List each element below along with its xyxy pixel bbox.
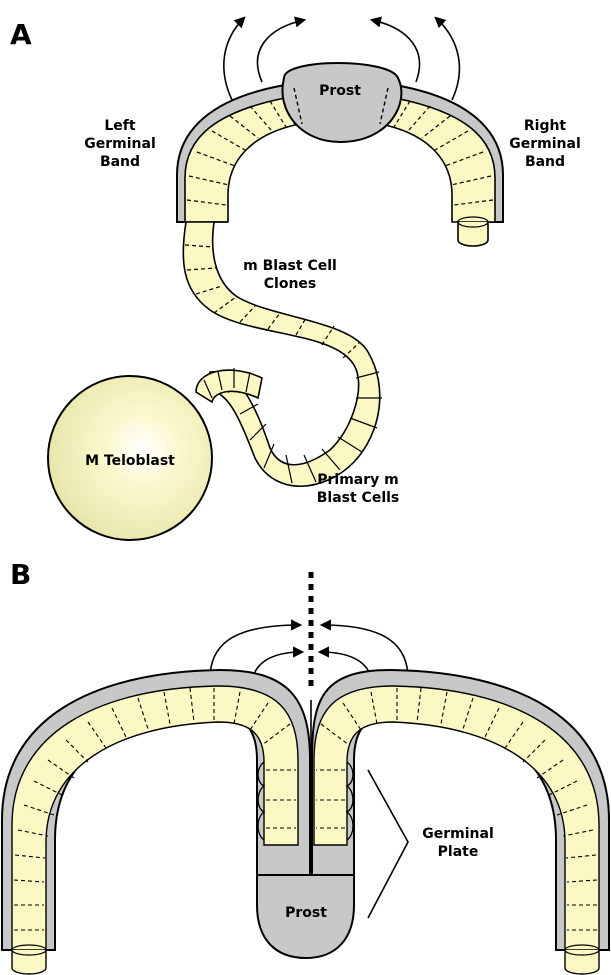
label-primary-2: Blast Cells [317, 490, 400, 506]
label-left-band-1: Left [104, 118, 136, 134]
label-clones-2: Clones [264, 276, 317, 292]
label-germinal-plate-2: Plate [438, 844, 479, 860]
label-primary-1: Primary m [317, 472, 399, 488]
prost-a [282, 63, 401, 142]
arrow-left-outer [224, 18, 244, 100]
right-germinal-band [385, 85, 503, 246]
germinal-plate-bracket [368, 770, 408, 918]
label-germinal-plate-1: Germinal [422, 826, 494, 842]
label-right-band-1: Right [524, 118, 567, 134]
panel-a: Left Germinal Band Right Germinal Band P… [48, 18, 581, 540]
left-germinal-band [177, 85, 295, 222]
label-left-band-3: Band [100, 154, 140, 170]
panel-b: Germinal Plate Prost [2, 572, 609, 974]
label-prost-a: Prost [319, 83, 361, 99]
label-left-band-2: Germinal [84, 136, 156, 152]
label-right-band-3: Band [525, 154, 565, 170]
label-teloblast: M Teloblast [85, 453, 175, 469]
label-right-band-2: Germinal [509, 136, 581, 152]
label-prost-b: Prost [285, 905, 327, 921]
right-arch [312, 670, 609, 974]
label-clones-1: m Blast Cell [243, 258, 337, 274]
arrow-right-outer [436, 18, 459, 100]
